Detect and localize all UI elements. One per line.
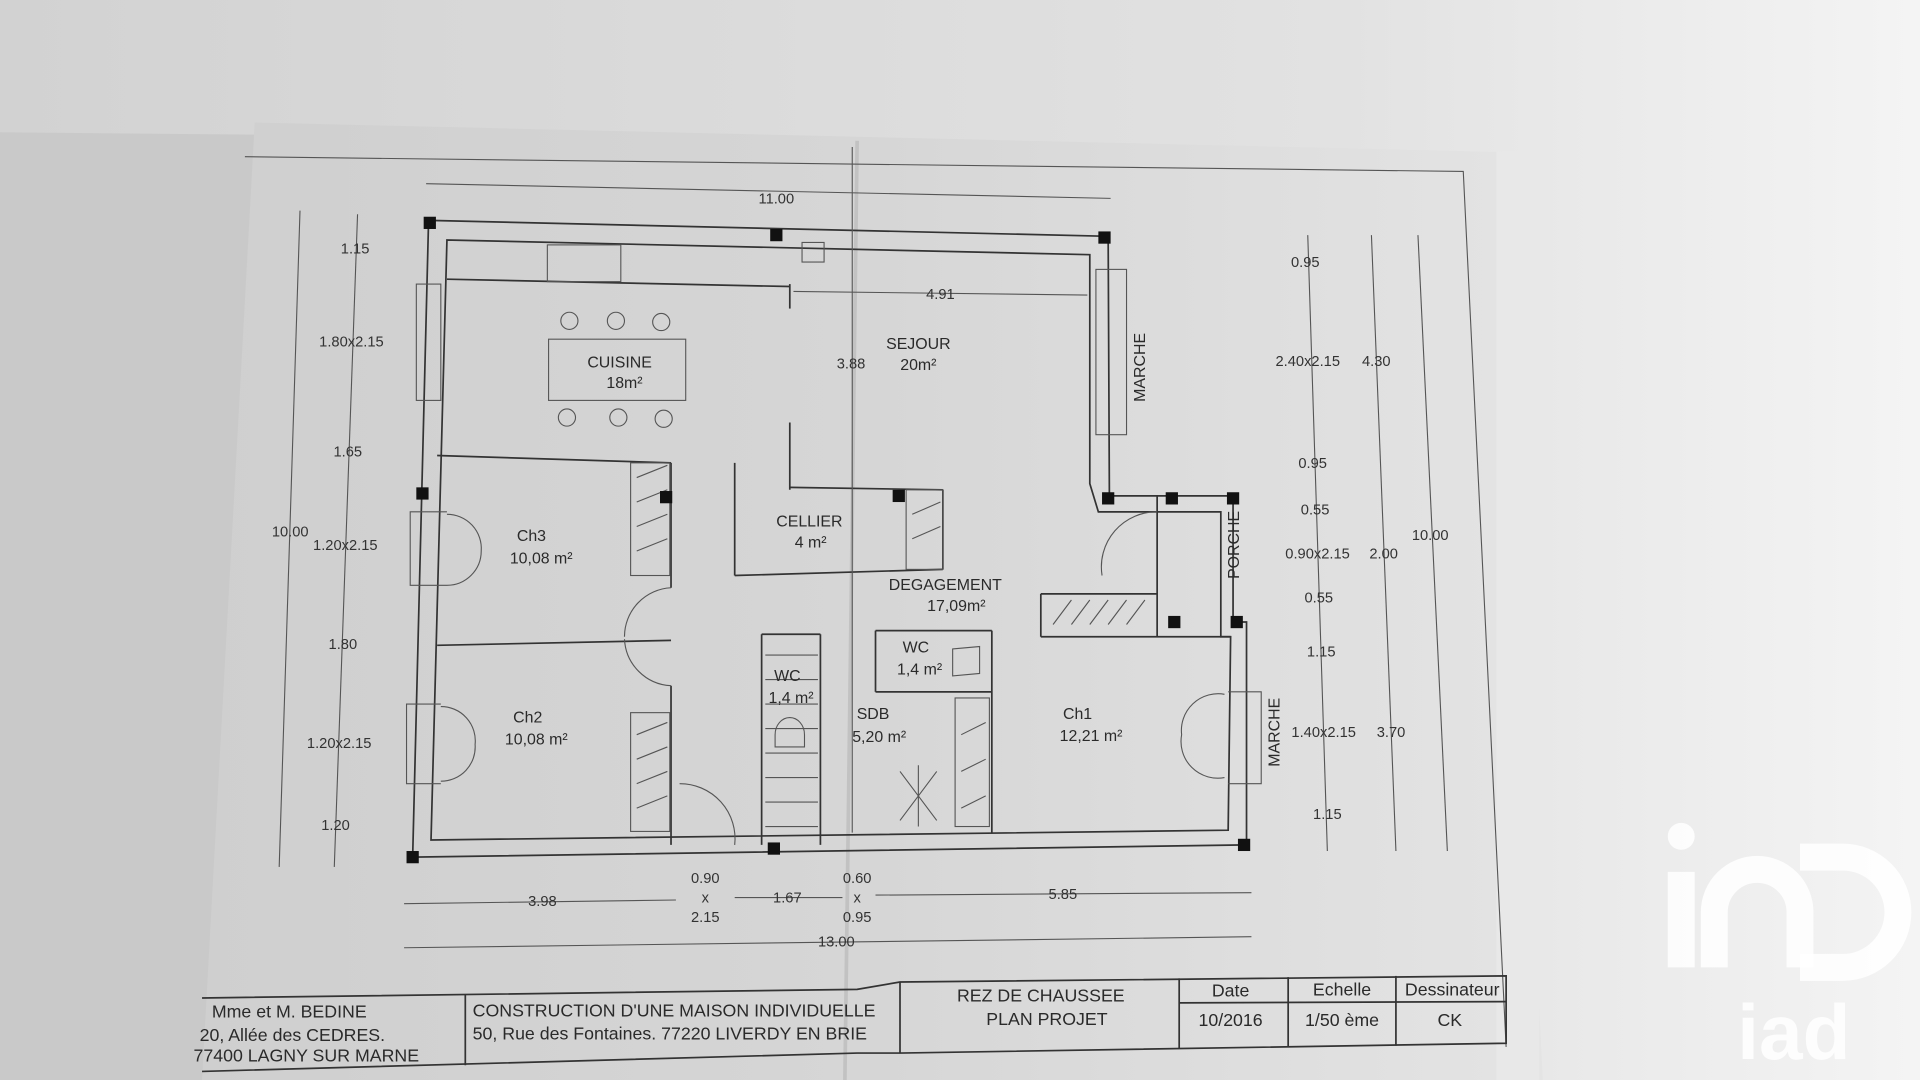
owner-line: 77400 LAGNY SUR MARNE (193, 1046, 419, 1066)
dim-door2: 0.60 (843, 871, 872, 887)
dim-door2: x (853, 890, 861, 906)
dim-right-total: 10.00 (1412, 528, 1449, 544)
dim-door1: 0.90 (691, 871, 720, 887)
dim-left: 1.80 (329, 637, 358, 653)
dim-right: 0.95 (1298, 456, 1327, 472)
dim-sejour-width: 4.91 (926, 287, 955, 303)
paper-sheet (202, 122, 1543, 1080)
svg-text:iad: iad (1737, 988, 1850, 1076)
dim-right-mid: 2.00 (1369, 546, 1398, 562)
owner-line: Mme et M. BEDINE (212, 1002, 367, 1022)
dim-door1: x (702, 890, 710, 906)
dim-sejour-depth: 3.88 (837, 357, 866, 373)
room-cuisine-area: 18m² (606, 375, 642, 392)
back-sheet (0, 132, 258, 1080)
room-ch1-name: Ch1 (1063, 706, 1092, 723)
room-sdb-area: 5,20 m² (852, 729, 906, 746)
room-sdb-name: SDB (857, 706, 890, 723)
plan-level: REZ DE CHAUSSEE (957, 986, 1125, 1006)
paper-fold (843, 140, 859, 1080)
owner-line: 20, Allée des CEDRES. (200, 1025, 385, 1045)
dim-left: 1.15 (341, 241, 370, 257)
dim-left-total: 10.00 (272, 524, 309, 540)
label-marche-top: MARCHE (1132, 333, 1149, 402)
label-porche: PORCHE (1226, 511, 1243, 579)
room-cellier-name: CELLIER (776, 514, 842, 531)
dim-bottom-total: 13.00 (818, 935, 855, 951)
plan-type: PLAN PROJET (986, 1009, 1107, 1029)
dim-left: 1.20x2.15 (313, 538, 378, 554)
dim-right: 1.15 (1307, 644, 1336, 660)
iad-watermark-logo: iad (1667, 822, 1912, 1076)
label-marche-bottom: MARCHE (1267, 698, 1284, 767)
title-block: Mme et M. BEDINE 20, Allée des CEDRES. 7… (193, 975, 1507, 1073)
value-echelle: 1/50 ème (1305, 1010, 1379, 1030)
dim-right: 1.40x2.15 (1291, 725, 1356, 741)
header-echelle: Echelle (1313, 980, 1371, 1000)
dim-left: 1.80x2.15 (319, 335, 384, 351)
project-address: 50, Rue des Fontaines. 77220 LIVERDY EN … (473, 1024, 868, 1044)
dimension-labels: 11.00 4.91 3.88 1.15 1.80x2.15 1.65 1.20… (272, 191, 1449, 950)
dim-left: 1.20x2.15 (307, 736, 372, 752)
dimension-lines (278, 183, 1448, 949)
room-wc2-name: WC (774, 668, 801, 685)
room-cuisine-name: CUISINE (587, 354, 652, 371)
room-labels: CUISINE 18m² SEJOUR 20m² Ch3 10,08 m² CE… (505, 333, 1284, 767)
room-wc1-name: WC (903, 640, 930, 657)
project-title: CONSTRUCTION D'UNE MAISON INDIVIDUELLE (473, 1000, 876, 1020)
value-date: 10/2016 (1199, 1010, 1263, 1030)
room-ch2-area: 10,08 m² (505, 731, 568, 748)
dim-bottom-c: 5.85 (1049, 887, 1078, 903)
room-degagement-area: 17,09m² (927, 598, 985, 615)
header-date: Date (1212, 981, 1250, 1001)
dim-door2: 0.95 (843, 910, 872, 926)
value-dessinateur: CK (1437, 1010, 1462, 1030)
room-ch3-name: Ch3 (517, 528, 546, 545)
dim-top-overall: 11.00 (758, 191, 794, 207)
dim-right: 0.55 (1301, 502, 1330, 518)
walls (405, 146, 1262, 864)
dim-right: 0.55 (1304, 590, 1333, 606)
room-wc1-area: 1,4 m² (897, 662, 942, 679)
dim-right: 0.95 (1291, 255, 1320, 271)
room-cellier-area: 4 m² (795, 534, 827, 551)
dim-door1: 2.15 (691, 910, 720, 926)
dim-right: 0.90x2.15 (1285, 546, 1350, 562)
room-ch2-name: Ch2 (513, 709, 542, 726)
dim-bottom-a: 3.98 (528, 894, 557, 910)
room-sejour-name: SEJOUR (886, 336, 951, 353)
room-ch3-area: 10,08 m² (510, 550, 573, 567)
room-sejour-area: 20m² (900, 357, 936, 374)
dim-right-mid: 3.70 (1377, 725, 1406, 741)
dim-left: 1.65 (333, 445, 362, 461)
dim-right-mid: 4.30 (1362, 354, 1391, 370)
room-ch1-area: 12,21 m² (1060, 728, 1123, 745)
room-degagement-name: DEGAGEMENT (889, 577, 1002, 594)
dim-bottom-b: 1.67 (773, 890, 802, 906)
dim-right: 2.40x2.15 (1275, 354, 1340, 370)
dim-right: 1.15 (1313, 807, 1342, 823)
header-dessinateur: Dessinateur (1405, 980, 1500, 1000)
paper-edge (1496, 151, 1540, 1080)
dim-left: 1.20 (321, 818, 350, 834)
room-wc2-area: 1,4 m² (768, 690, 813, 707)
